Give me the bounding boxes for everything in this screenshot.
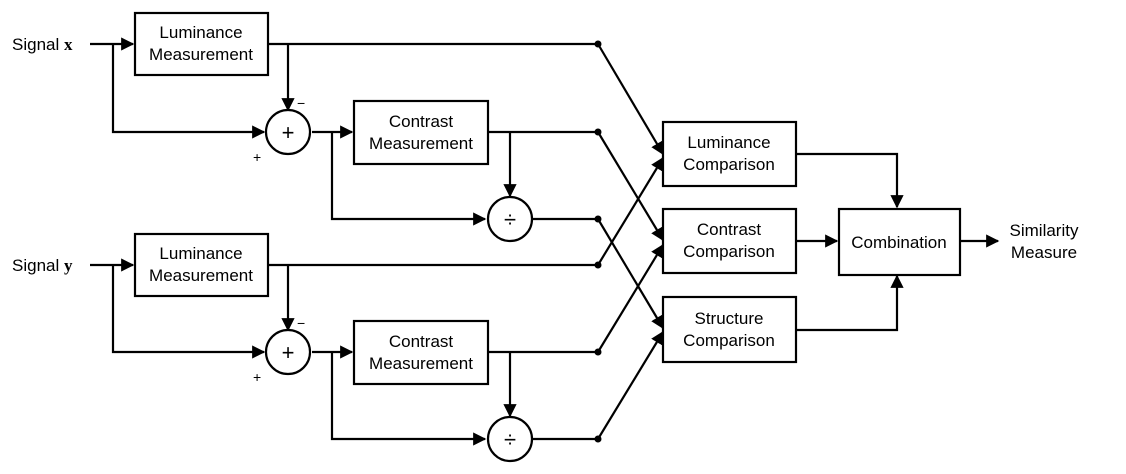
svg-text:Measurement: Measurement [149,45,253,64]
signal-x-label: Signal x [12,35,73,54]
wires-to-comparisons [597,43,664,440]
svg-text:Measurement: Measurement [149,266,253,285]
svg-text:Luminance: Luminance [687,133,770,152]
svg-text:Measurement: Measurement [369,134,473,153]
luminance-measurement-x-block: Luminance Measurement [133,11,270,77]
svg-text:+: + [282,120,295,145]
svg-text:Contrast: Contrast [697,220,762,239]
combination-block: Combination [837,207,962,277]
minus-sign-x: − [297,95,305,111]
svg-text:Luminance: Luminance [159,23,242,42]
luminance-measurement-y-block: Luminance Measurement [133,232,270,298]
sum-operator-x: + [264,108,312,156]
minus-sign-y: − [297,315,305,331]
svg-text:Measurement: Measurement [369,354,473,373]
plus-sign-x: + [253,149,261,165]
svg-text:Contrast: Contrast [389,112,454,131]
contrast-measurement-x-block: Contrast Measurement [352,99,490,166]
svg-text:+: + [282,340,295,365]
contrast-measurement-y-block: Contrast Measurement [352,319,490,386]
svg-text:Structure: Structure [695,309,764,328]
svg-text:Combination: Combination [851,233,946,252]
wires-signal-y [90,258,598,446]
svg-text:Similarity: Similarity [1010,221,1079,240]
structure-comparison-block: Structure Comparison [661,295,798,364]
contrast-comparison-block: Contrast Comparison [661,207,798,275]
svg-text:Contrast: Contrast [389,332,454,351]
similarity-measure-label: Similarity Measure [1010,221,1079,262]
sum-operator-y: + [264,328,312,376]
svg-text:÷: ÷ [504,207,516,232]
signal-y-label: Signal y [12,256,73,275]
luminance-comparison-block: Luminance Comparison [661,120,798,188]
svg-text:Luminance: Luminance [159,244,242,263]
svg-text:Comparison: Comparison [683,242,775,261]
svg-text:Measure: Measure [1011,243,1077,262]
divide-operator-y: ÷ [486,415,534,463]
plus-sign-y: + [253,369,261,385]
svg-text:Comparison: Comparison [683,331,775,350]
wires-signal-x [90,37,598,226]
junction-dots [594,40,602,443]
wires-to-combination [796,152,1000,332]
divide-operator-x: ÷ [486,195,534,243]
svg-text:÷: ÷ [504,427,516,452]
svg-text:Comparison: Comparison [683,155,775,174]
